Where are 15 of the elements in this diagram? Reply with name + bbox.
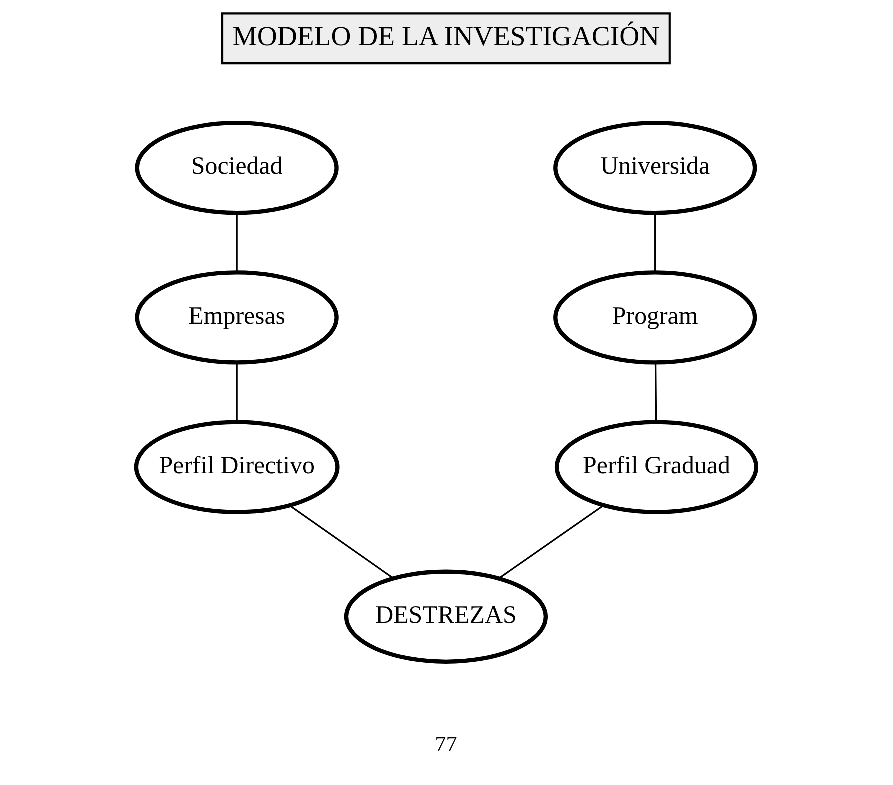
node-ellipse: Perfil Directivo	[134, 420, 340, 514]
node-ellipse: Perfil Graduad	[554, 420, 759, 514]
node-ellipse: Universida	[554, 121, 758, 216]
node-box: MODELO DE LA INVESTIGACIÓN	[221, 12, 671, 65]
connector	[236, 362, 238, 422]
connector	[289, 505, 394, 580]
label: 77	[435, 732, 458, 757]
node-ellipse: Program	[554, 270, 758, 365]
connector	[654, 362, 658, 422]
node-ellipse: DESTREZAS	[344, 570, 548, 664]
node-ellipse: Empresas	[135, 270, 339, 365]
node-ellipse: Sociedad	[135, 121, 339, 216]
connector	[236, 213, 238, 273]
connector	[654, 213, 656, 273]
connector	[498, 505, 604, 580]
